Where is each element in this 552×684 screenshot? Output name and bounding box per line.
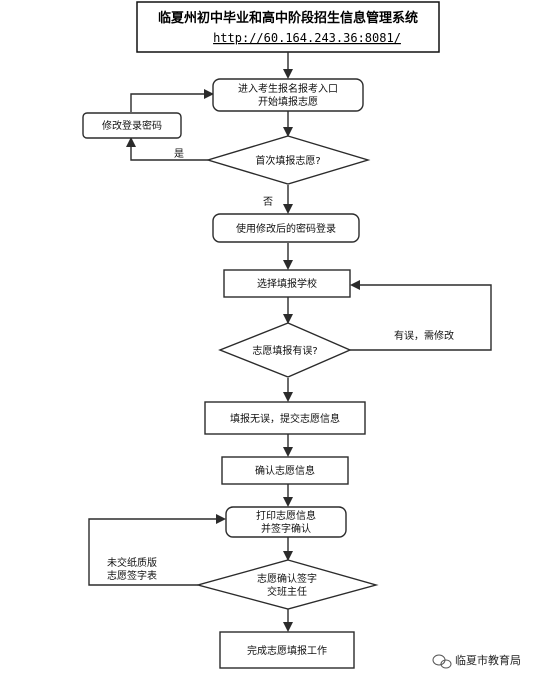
edge-label-need-modify: 有误，需修改 [394, 329, 454, 342]
node-has-error-label: 志愿填报有误? [252, 344, 317, 357]
node-confirm: 确认志愿信息 [221, 456, 349, 485]
node-has-error: 志愿填报有误? [218, 322, 352, 378]
node-submit: 填报无误，提交志愿信息 [204, 401, 366, 435]
node-confirm-label: 确认志愿信息 [255, 464, 315, 477]
watermark-text: 临夏市教育局 [455, 653, 521, 667]
edge-modify-enter [130, 89, 214, 112]
header-box: 临夏州初中毕业和高中阶段招生信息管理系统 http://60.164.243.3… [136, 1, 440, 53]
connectors [88, 52, 492, 632]
node-enter-line1: 进入考生报名报考入口 [238, 82, 338, 95]
node-complete: 完成志愿填报工作 [219, 631, 355, 669]
watermark: 临夏市教育局 [432, 653, 521, 669]
wechat-icon [432, 654, 452, 669]
node-print-line2: 并签字确认 [261, 522, 311, 535]
system-title: 临夏州初中毕业和高中阶段招生信息管理系统 [158, 10, 418, 26]
edge-teacher-print [88, 514, 226, 586]
node-login-modified-label: 使用修改后的密码登录 [236, 222, 336, 235]
node-enter-line2: 开始填报志愿 [258, 95, 318, 108]
edge-label-no: 否 [263, 196, 273, 208]
node-modify-password: 修改登录密码 [82, 112, 182, 139]
node-submit-teacher: 志愿确认签字 交班主任 [195, 559, 379, 610]
node-print-line1: 打印志愿信息 [256, 509, 316, 522]
edge-label-not-submitted-1: 未交纸质版 [107, 556, 157, 569]
node-submit-teacher-line2: 交班主任 [267, 585, 307, 598]
node-first-time: 首次填报志愿? [205, 135, 371, 185]
node-submit-teacher-line1: 志愿确认签字 [257, 572, 317, 585]
node-select-school-label: 选择填报学校 [257, 277, 317, 290]
node-complete-label: 完成志愿填报工作 [247, 644, 327, 657]
system-url: http://60.164.243.36:8081/ [213, 31, 401, 45]
node-submit-label: 填报无误，提交志愿信息 [230, 412, 340, 425]
node-login-modified: 使用修改后的密码登录 [212, 213, 360, 243]
edge-error-select [350, 280, 492, 351]
node-select-school: 选择填报学校 [223, 269, 351, 298]
node-first-time-label: 首次填报志愿? [255, 154, 320, 167]
node-modify-password-label: 修改登录密码 [102, 119, 162, 132]
node-enter: 进入考生报名报考入口 开始填报志愿 [212, 78, 364, 112]
edge-label-yes: 是 [174, 148, 184, 160]
edge-yes-modify [126, 137, 208, 161]
edge-label-not-submitted-2: 志愿签字表 [107, 569, 157, 582]
node-print: 打印志愿信息 并签字确认 [225, 506, 347, 538]
